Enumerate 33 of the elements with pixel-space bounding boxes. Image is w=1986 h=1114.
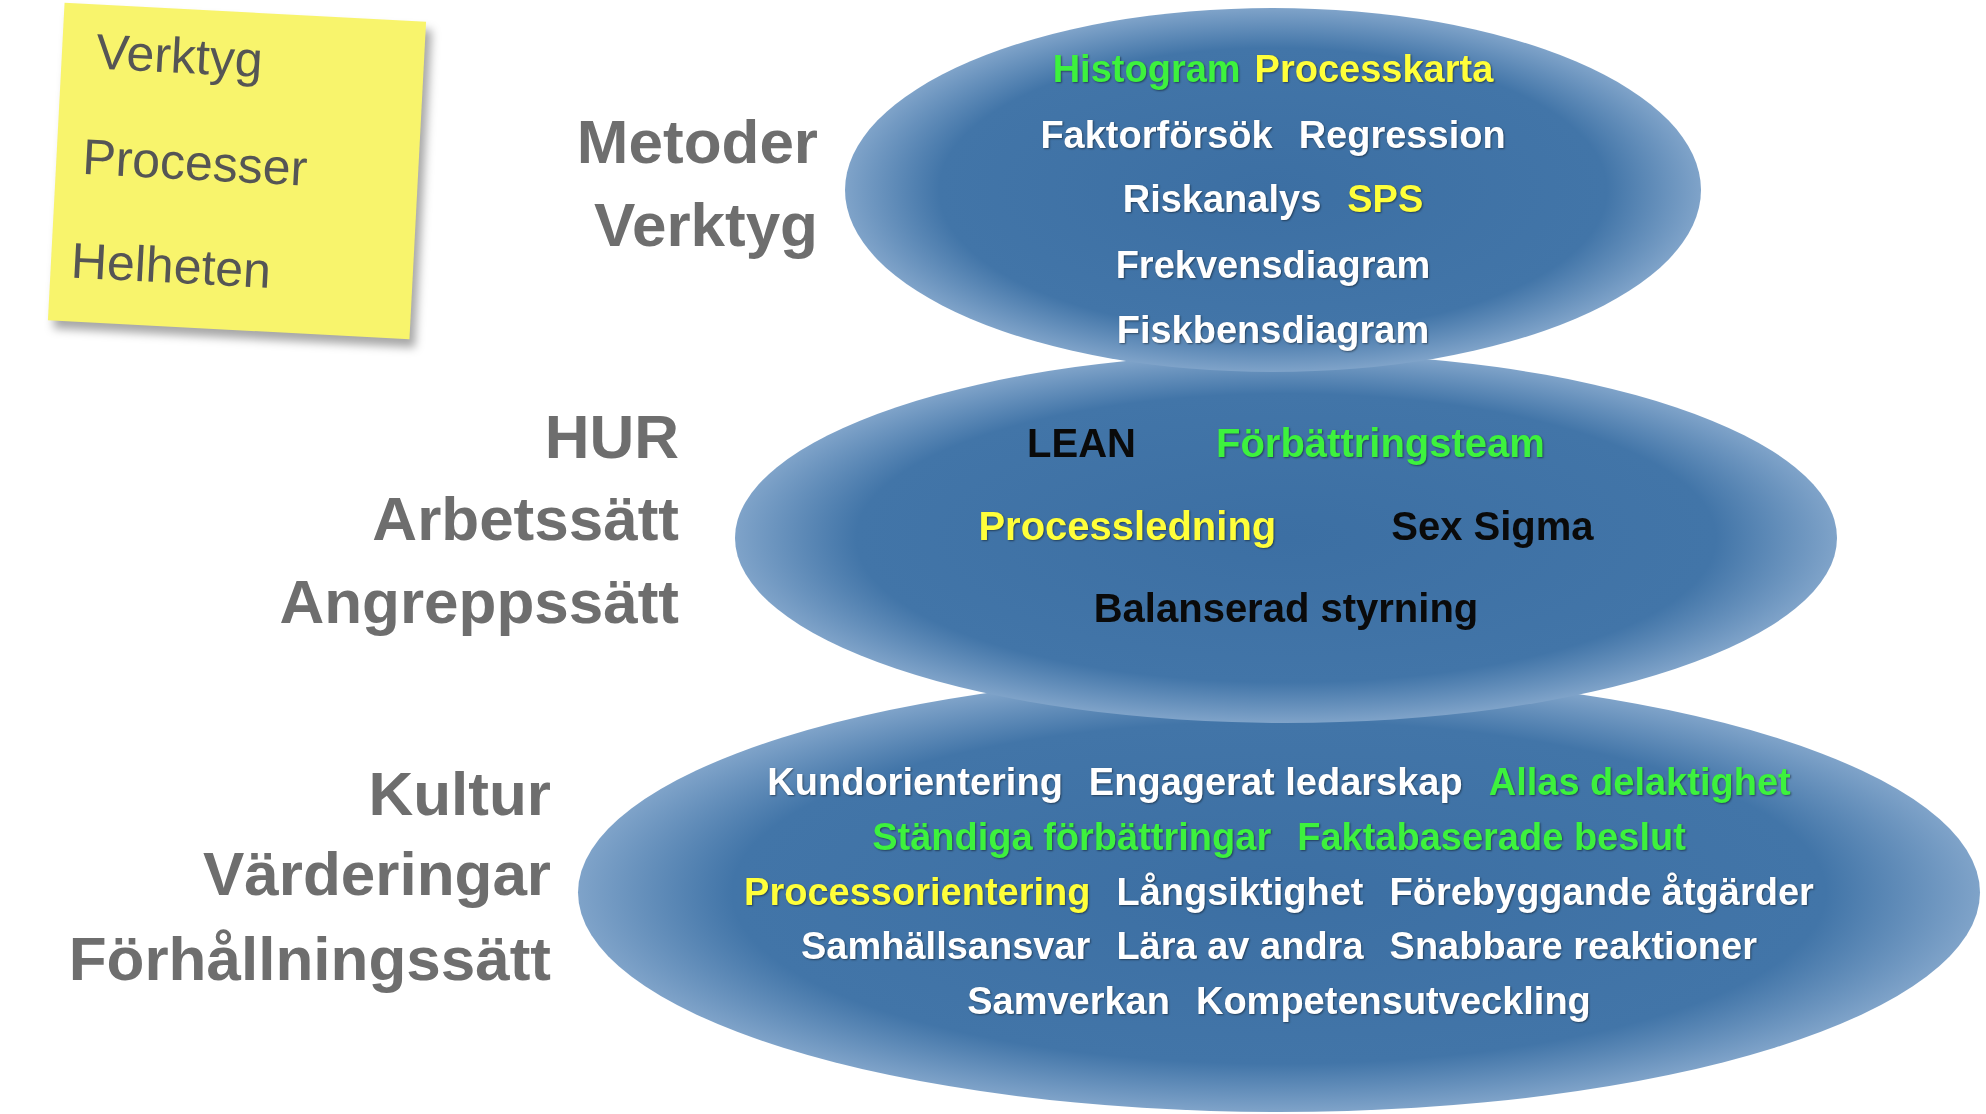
level-heading: HUR: [544, 406, 679, 468]
term-text: Histogram: [1052, 49, 1241, 91]
term-text: Frekvensdiagram: [1115, 245, 1431, 287]
term-text: Faktorförsök: [1040, 115, 1273, 157]
level-heading: Metoder: [576, 111, 818, 173]
note-text: Helheten: [69, 235, 273, 296]
term-text: Processorientering: [744, 872, 1091, 914]
term-text: Kompetensutveckling: [1195, 981, 1591, 1023]
term-text: Sex Sigma: [1391, 504, 1594, 548]
level-heading: Arbetssätt: [372, 488, 679, 550]
term-text: Snabbare reaktioner: [1389, 926, 1757, 968]
note-text: Processer: [81, 131, 309, 194]
term-text: Engagerat ledarskap: [1088, 762, 1463, 804]
term-text: Allas delaktighet: [1488, 762, 1791, 804]
term-text: Processkarta: [1254, 49, 1494, 91]
term-text: SPS: [1347, 179, 1424, 221]
term-text: Regression: [1298, 115, 1506, 157]
term-text: Lära av andra: [1116, 926, 1364, 968]
term-text: Balanserad styrning: [1093, 586, 1479, 630]
term-text: Faktabaserade beslut: [1297, 817, 1686, 859]
term-text: Samverkan: [967, 981, 1170, 1023]
term-text: Förebyggande åtgärder: [1389, 872, 1814, 914]
term-text: Långsiktighet: [1116, 872, 1364, 914]
level-heading: Kultur: [368, 763, 551, 825]
term-text: Förbättringsteam: [1215, 421, 1545, 465]
note-text: Verktyg: [94, 26, 264, 86]
term-text: Fiskbensdiagram: [1116, 310, 1430, 352]
term-text: Riskanalys: [1122, 179, 1322, 221]
term-text: Ständiga förbättringar: [872, 817, 1272, 859]
term-text: Samhällsansvar: [801, 926, 1091, 968]
term-text: LEAN: [1027, 421, 1136, 465]
term-text: Kundorientering: [767, 762, 1063, 804]
term-text: Processledning: [978, 504, 1277, 548]
